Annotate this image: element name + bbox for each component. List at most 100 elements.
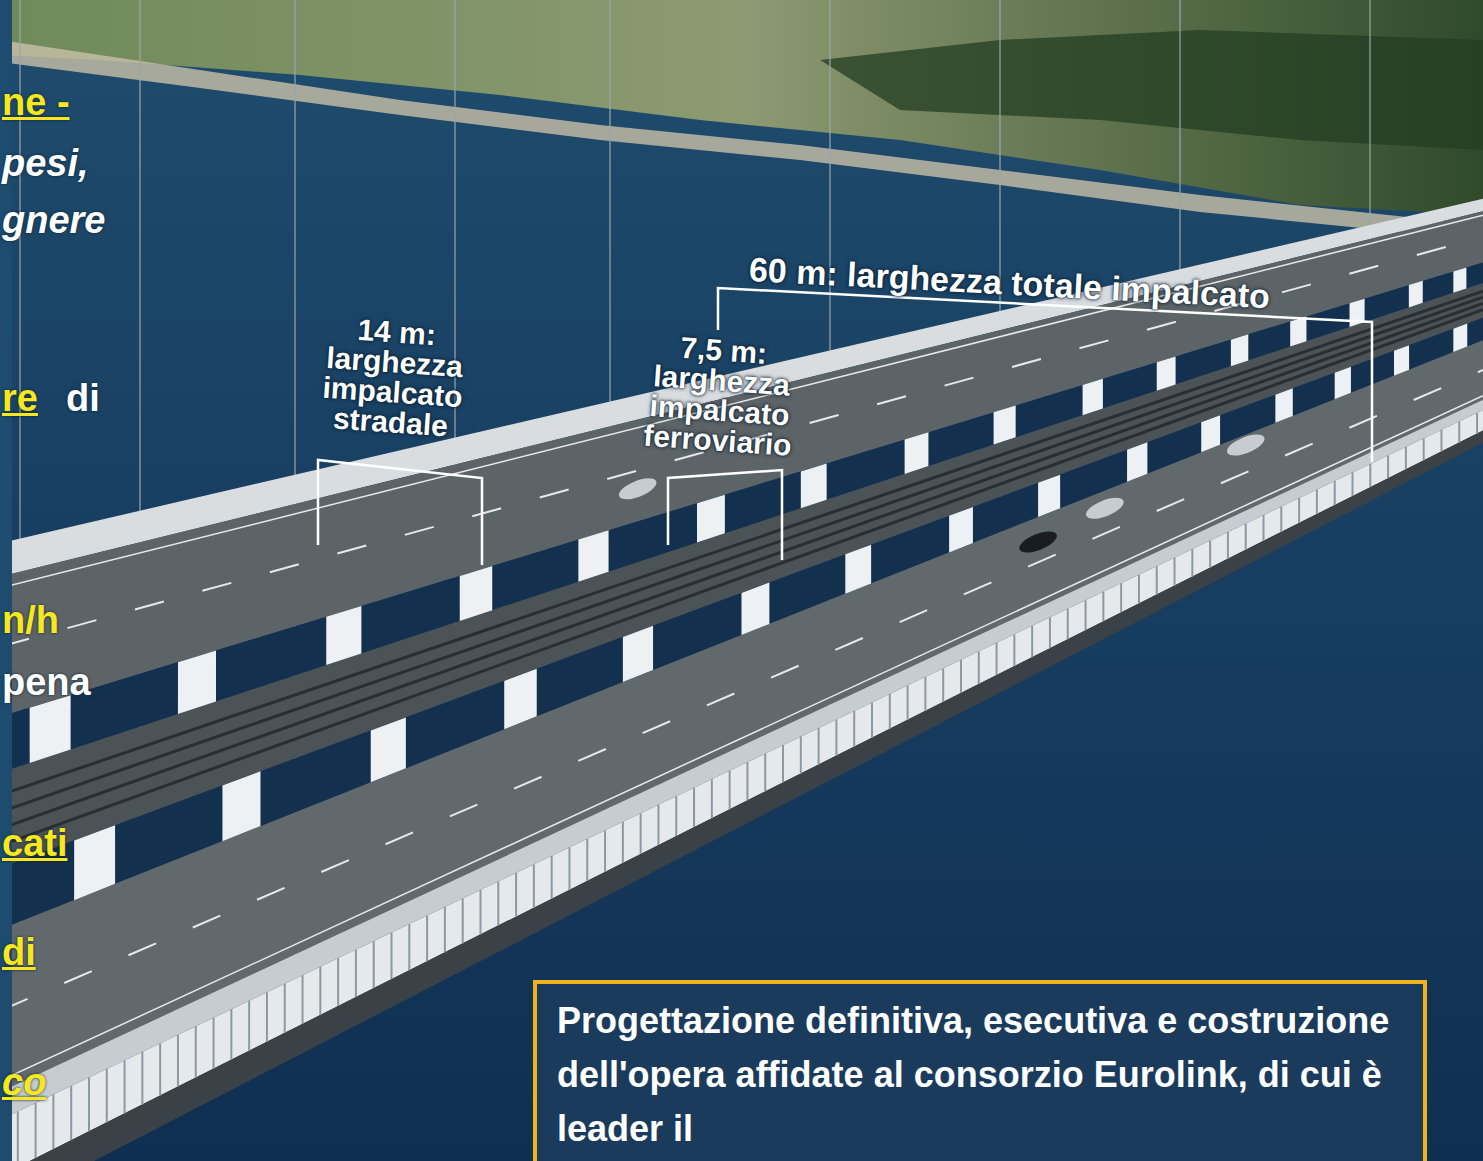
lane-line — [0, 291, 1483, 795]
railing-post — [960, 660, 962, 693]
railing-post — [782, 745, 784, 782]
crossbeam — [949, 507, 973, 552]
crossbeam — [1127, 442, 1147, 481]
railing-post — [515, 873, 517, 917]
side-text: re — [2, 378, 38, 420]
crossbeam — [845, 545, 871, 594]
railing-post — [942, 668, 944, 701]
railing-post — [1156, 566, 1158, 594]
lane-line — [0, 215, 1483, 588]
railing-post — [1387, 455, 1389, 478]
railing-post — [1405, 447, 1407, 469]
railing-post — [907, 685, 909, 719]
railing-post — [337, 958, 339, 1006]
lane-line — [0, 310, 1483, 846]
railing-post — [266, 992, 268, 1042]
railing-post — [391, 933, 393, 980]
railing-post — [1049, 617, 1051, 648]
side-text: di — [66, 378, 100, 420]
dimension-label: 14 m: larghezza impalcato stradale — [310, 312, 478, 443]
side-text: ne - — [2, 82, 70, 124]
crossbeam — [222, 771, 260, 841]
railing-post — [1369, 464, 1371, 487]
car — [616, 474, 659, 504]
railing-post — [355, 950, 357, 997]
side-text: pena — [2, 662, 91, 704]
railing-post — [70, 1086, 72, 1140]
crossbeam — [1038, 475, 1060, 517]
crossbeam — [1453, 324, 1467, 352]
railing-post — [1245, 524, 1247, 550]
lane-line — [0, 370, 1483, 1011]
railing-post — [1085, 600, 1087, 630]
railing-post — [551, 856, 553, 899]
railing-post — [889, 694, 891, 729]
railing-post — [1334, 481, 1336, 505]
crossbeam — [1335, 367, 1351, 399]
railing-post — [284, 984, 286, 1033]
railing-post — [1316, 490, 1318, 514]
railing-post — [693, 788, 695, 827]
railing-post — [586, 839, 588, 881]
railing-post — [657, 805, 659, 845]
crossbeam — [74, 825, 115, 900]
railing-post — [230, 1009, 232, 1059]
railing-post — [248, 1001, 250, 1051]
railing-post — [818, 728, 820, 764]
railing-post — [568, 847, 570, 889]
railing-post — [1227, 532, 1229, 559]
crossbeam — [742, 583, 770, 635]
crossbeam — [178, 651, 216, 714]
lane-line — [0, 303, 1483, 828]
railing-post — [835, 720, 837, 756]
railing-post — [1013, 634, 1015, 666]
railing-post — [1138, 575, 1140, 604]
side-text: n/h — [2, 600, 59, 642]
railing-post — [871, 703, 873, 738]
railing-post — [35, 1103, 37, 1158]
railing-post — [1209, 541, 1211, 568]
crossbeam — [1409, 281, 1423, 308]
crossbeam — [1231, 334, 1248, 366]
side-text: di — [2, 932, 36, 974]
crossbeam — [1083, 379, 1103, 415]
railing-post — [1351, 472, 1353, 496]
car — [1017, 527, 1060, 557]
lane-line — [0, 396, 1483, 1081]
dimension-label: 7,5 m: larghezza impalcato ferroviario — [632, 330, 810, 462]
railing-post — [1458, 421, 1460, 442]
railing-post — [640, 813, 642, 854]
railing-post — [800, 737, 802, 774]
railing-post — [1067, 609, 1069, 639]
crossbeam — [460, 566, 493, 621]
railing-post — [479, 890, 481, 934]
railing-post — [675, 796, 677, 836]
crossbeam — [1290, 316, 1306, 346]
railing-post — [1280, 507, 1282, 532]
railing-post — [141, 1052, 143, 1105]
railing-post — [195, 1026, 197, 1077]
car — [1224, 430, 1267, 460]
railing-post — [17, 1111, 19, 1161]
railing-post — [604, 830, 606, 872]
railing-post — [373, 941, 375, 988]
lane-line — [0, 237, 1483, 647]
railing-post — [159, 1043, 161, 1095]
railing-post — [711, 779, 713, 818]
railing-post — [124, 1060, 126, 1113]
railing-post — [746, 762, 748, 800]
deck-band — [0, 318, 1483, 930]
side-text: co — [2, 1062, 46, 1104]
railing-post — [302, 975, 304, 1024]
side-text: pesi, — [2, 143, 89, 185]
railing-post — [462, 898, 464, 943]
railing-post — [88, 1077, 90, 1131]
crossbeam — [504, 669, 537, 729]
railing-post — [1263, 515, 1265, 541]
railing-post — [106, 1069, 108, 1122]
railing-post — [1440, 430, 1442, 451]
railing-post — [853, 711, 855, 747]
railing-post — [426, 916, 428, 962]
